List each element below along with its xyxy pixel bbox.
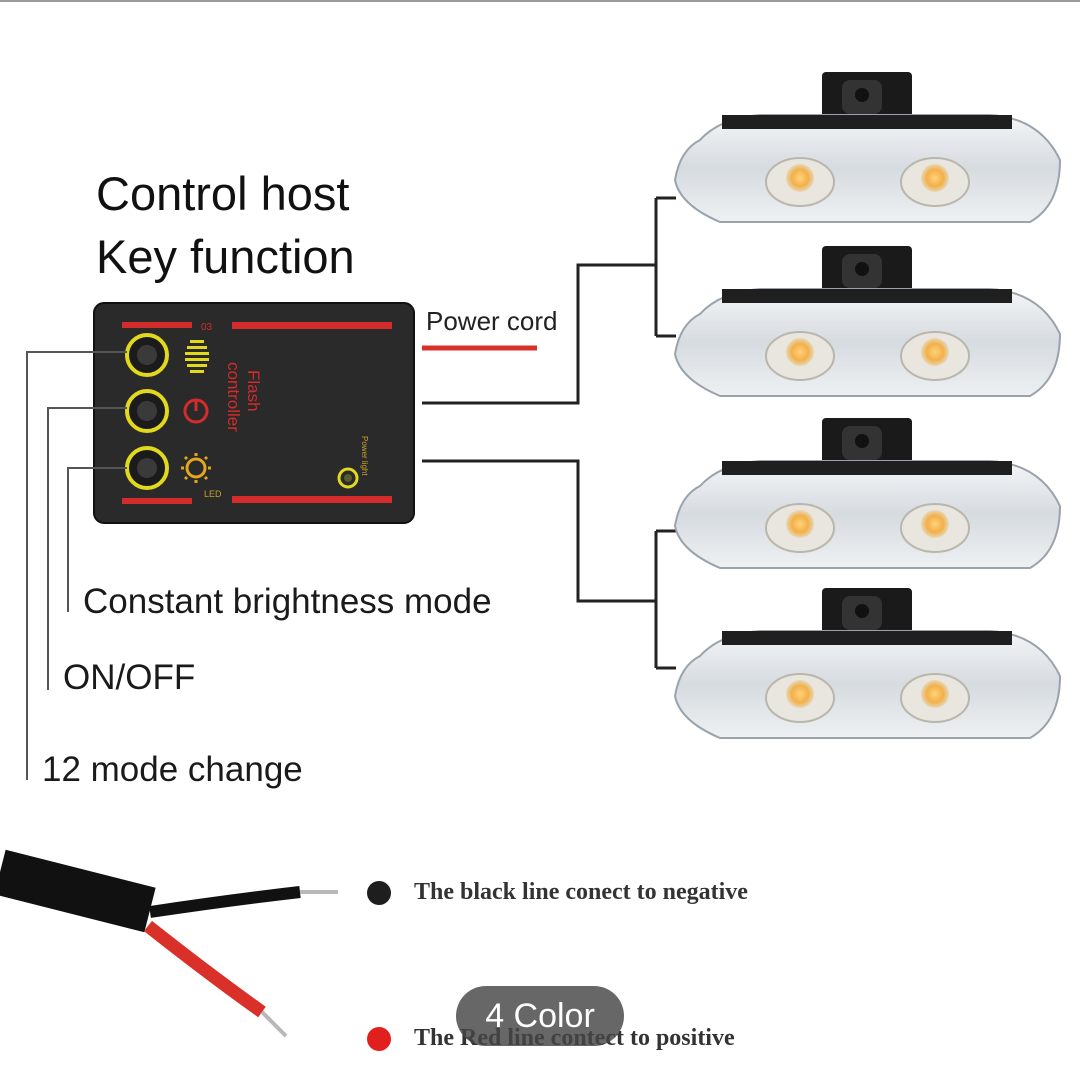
constant-brightness-button[interactable] (125, 446, 169, 490)
controller-corner-code: 03 (201, 322, 213, 333)
red-line-dot (367, 1027, 391, 1051)
color-count-badge[interactable]: 4 Color (456, 986, 624, 1046)
led-light-4 (673, 588, 1062, 739)
black-line-legend: The black line conect to negative (414, 879, 748, 905)
flash-controller: Flash controller 03 Power light LED (93, 302, 415, 524)
controller-text-controller: controller (224, 362, 243, 432)
output-wiring (422, 196, 676, 670)
power-icon (183, 398, 209, 424)
led-light-1 (673, 72, 1062, 223)
controller-text-flash: Flash (244, 370, 263, 412)
power-cord-label: Power cord (426, 306, 558, 336)
wave-icon (185, 340, 209, 373)
power-light-indicator (337, 467, 359, 489)
top-border (0, 0, 1080, 2)
led-light-3 (673, 418, 1062, 569)
mode-change-button[interactable] (125, 333, 169, 377)
title-line-1: Control host (96, 167, 350, 220)
leader-lines (26, 351, 127, 780)
constant-brightness-label: Constant brightness mode (83, 582, 492, 621)
on-off-button[interactable] (125, 389, 169, 433)
power-light-label: Power light (360, 436, 369, 476)
on-off-label: ON/OFF (63, 658, 196, 697)
led-light-2 (673, 246, 1062, 397)
black-line-dot (367, 881, 391, 905)
led-label: LED (204, 489, 222, 499)
title-line-2: Key function (96, 230, 355, 283)
power-cable (0, 849, 338, 1038)
mode-change-label: 12 mode change (42, 750, 303, 789)
sun-icon (181, 453, 211, 483)
